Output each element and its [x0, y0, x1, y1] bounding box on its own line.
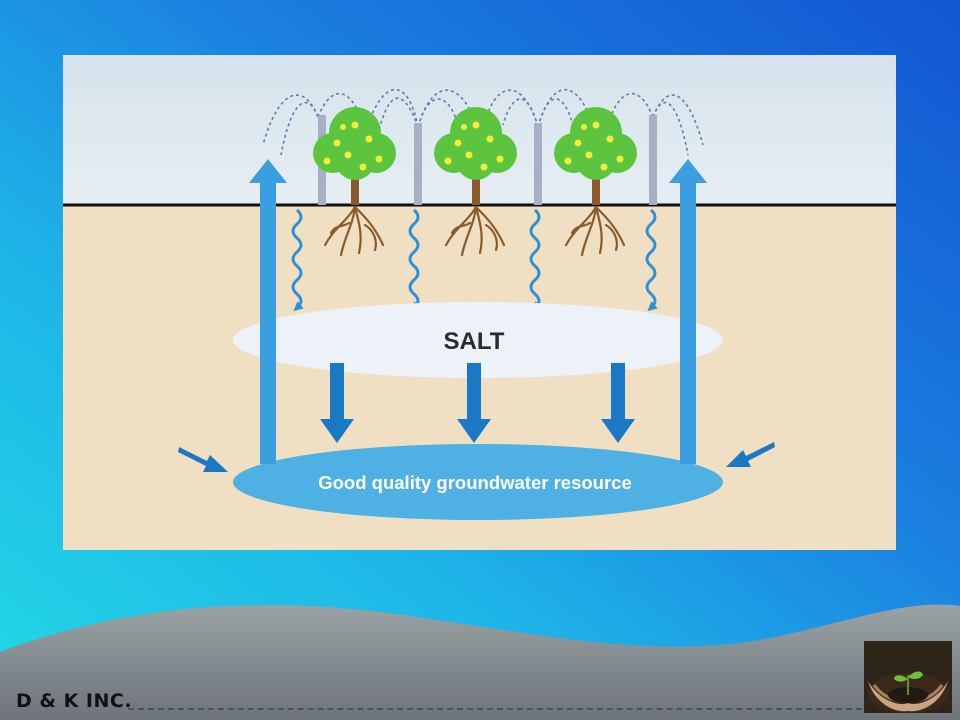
orange-tree	[313, 107, 396, 205]
salt-label: SALT	[444, 328, 505, 355]
salt-leaching-arrows	[320, 363, 635, 443]
tree-roots	[323, 205, 626, 257]
aquifer-label: Good quality groundwater resource	[318, 472, 632, 493]
salinity-groundwater-diagram: SALT Good quality groundwater resource	[63, 55, 896, 550]
hands-holding-seedling-icon	[864, 641, 952, 713]
infiltration-arrows	[291, 208, 658, 312]
company-name: D & K INC.	[16, 690, 133, 712]
orange-tree	[554, 107, 637, 205]
salt-layer	[233, 302, 723, 378]
lateral-recharge-arrows	[178, 442, 775, 472]
groundwater-pumping-arrows	[249, 159, 707, 464]
sprinkler-spray	[262, 88, 704, 156]
orange-tree	[434, 107, 517, 205]
footer-divider	[128, 708, 862, 710]
groundwater-aquifer	[233, 444, 723, 520]
